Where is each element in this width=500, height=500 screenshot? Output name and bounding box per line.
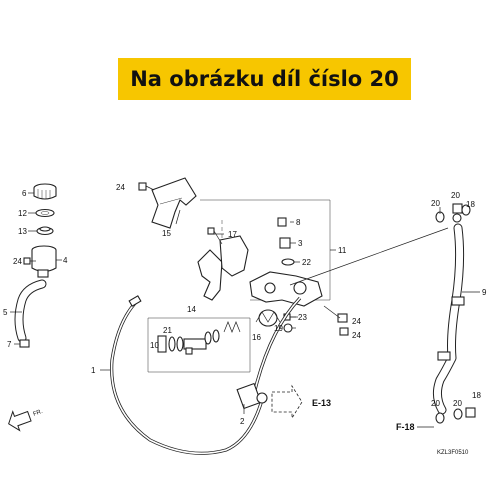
reservoir-cap	[33, 183, 57, 200]
label-5: 5	[3, 308, 8, 317]
bolt-24-left	[23, 257, 36, 265]
nut-19	[283, 323, 293, 333]
label-8: 8	[296, 218, 301, 227]
label-15: 15	[162, 229, 171, 238]
label-4: 4	[63, 256, 68, 265]
label-16: 16	[252, 333, 261, 342]
f18-reference: F-18	[396, 422, 434, 432]
cable-adjuster-2	[236, 382, 268, 410]
front-direction-arrow: FR.	[8, 409, 44, 432]
bolt-17	[207, 227, 223, 245]
label-12: 12	[18, 209, 27, 218]
banjo-bolt-18-top	[452, 203, 463, 223]
label-17: 17	[228, 230, 237, 239]
brake-hose	[432, 223, 465, 415]
part-number-banner: Na obrázku díl číslo 20	[118, 58, 411, 100]
diaphragm	[36, 226, 54, 236]
banjo-bolt-18-bottom	[465, 407, 476, 418]
e13-reference-arrow	[271, 384, 303, 420]
label-18-bottom: 18	[472, 391, 481, 400]
reservoir-hose	[14, 279, 47, 343]
bolt-10	[185, 347, 193, 355]
nut-24-bottom	[339, 327, 349, 336]
washer-20-top-b	[461, 204, 471, 216]
bolt-24-mid	[323, 305, 348, 323]
label-10: 10	[150, 341, 159, 350]
banjo-3	[279, 237, 291, 249]
cap-plate	[35, 208, 55, 218]
label-24-top: 24	[116, 183, 125, 192]
diagram-code: KZL3F0510	[437, 450, 469, 456]
spring-16	[255, 309, 281, 327]
leader-lines	[10, 192, 480, 414]
washer-22	[281, 258, 295, 266]
label-18-top: 18	[466, 200, 475, 209]
banner-text: Na obrázku díl číslo 20	[130, 67, 399, 91]
label-13: 13	[18, 227, 27, 236]
brake-cable	[110, 295, 302, 455]
bolt-8	[277, 217, 287, 227]
cover-plate	[151, 177, 197, 229]
label-24-mid: 24	[352, 317, 361, 326]
label-24-left: 24	[13, 257, 22, 266]
label-3: 3	[298, 239, 303, 248]
label-22: 22	[302, 258, 311, 267]
hose-clip	[19, 339, 30, 348]
reference-e13: E-13	[312, 398, 331, 408]
washer-20-bottom-a	[435, 412, 445, 424]
washer-20-bottom-b	[453, 408, 463, 420]
reservoir-tank	[31, 245, 57, 278]
brake-bracket	[197, 249, 223, 301]
label-20-top-a: 20	[451, 191, 460, 200]
label-7: 7	[7, 340, 12, 349]
master-cylinder-body	[219, 235, 323, 307]
label-20-bottom-b: 20	[453, 399, 462, 408]
label-19: 19	[274, 324, 283, 333]
label-24-bottom: 24	[352, 331, 361, 340]
label-20-top-b: 20	[431, 199, 440, 208]
label-14: 14	[187, 305, 196, 314]
front-label: FR.	[32, 409, 43, 418]
piston-kit-box	[147, 317, 251, 373]
reference-f18: F-18	[396, 422, 415, 432]
label-6: 6	[22, 189, 27, 198]
bolt-24-top	[138, 182, 155, 191]
label-21: 21	[163, 326, 172, 335]
label-23: 23	[298, 313, 307, 322]
label-20-bottom-a: 20	[431, 399, 440, 408]
label-9: 9	[482, 288, 487, 297]
label-1: 1	[91, 366, 96, 375]
label-2: 2	[240, 417, 245, 426]
part-labels: 6 12 13 4 24 5 7 24 15 17 8 3 22 11 14 2…	[3, 183, 487, 426]
piston-kit	[157, 321, 241, 353]
label-11: 11	[338, 246, 347, 255]
